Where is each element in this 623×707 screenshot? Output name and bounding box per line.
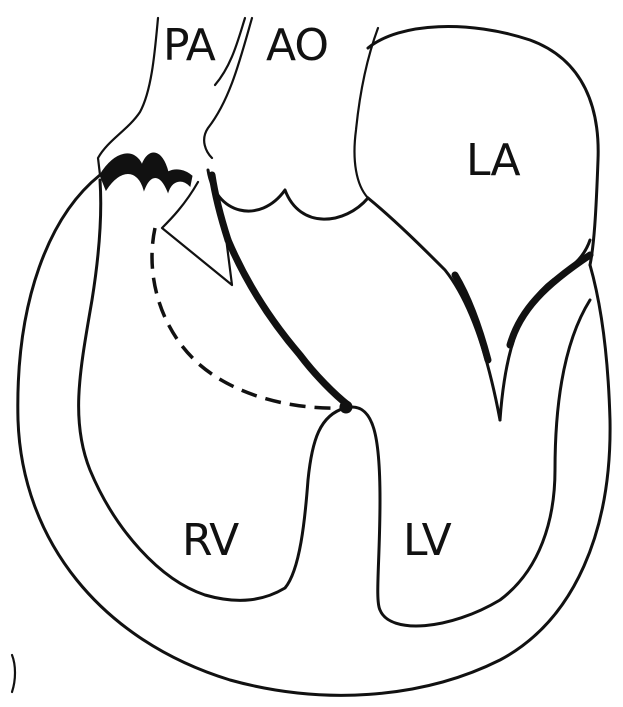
septum-band bbox=[228, 240, 348, 405]
pulmonary-artery-right-wall bbox=[215, 18, 245, 85]
stray-mark bbox=[12, 655, 15, 692]
aortic-valve bbox=[208, 170, 368, 219]
label-ao: AO bbox=[266, 20, 328, 71]
dashed-septal-line bbox=[152, 228, 345, 408]
label-la: LA bbox=[466, 135, 521, 186]
heart-outer-outline bbox=[18, 175, 610, 695]
aorta-right-wall bbox=[355, 28, 379, 198]
pulmonary-valve bbox=[100, 153, 192, 192]
label-pa: PA bbox=[163, 20, 216, 71]
label-rv: RV bbox=[182, 515, 239, 566]
pulmonary-artery-left-wall bbox=[98, 18, 158, 175]
left-ventricle-cavity bbox=[345, 300, 590, 626]
label-lv: LV bbox=[403, 515, 452, 566]
septal-junction bbox=[340, 401, 352, 413]
mitral-posterior-thick bbox=[510, 255, 590, 345]
mitral-anterior-leaflet bbox=[368, 198, 500, 420]
mitral-leaflet-thick bbox=[455, 275, 488, 360]
crista-thick bbox=[212, 175, 228, 240]
